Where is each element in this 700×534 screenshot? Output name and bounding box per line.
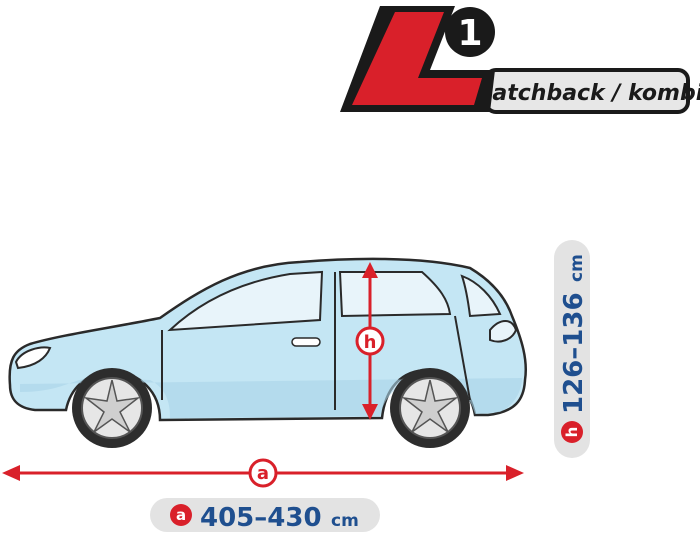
height-pill: h 126–136 cm [554, 240, 590, 458]
car-door-window [338, 271, 452, 318]
length-value: 405–430 [200, 503, 322, 533]
car-door-handle [291, 337, 321, 347]
height-unit: cm [567, 254, 587, 282]
badge-letter-l [352, 12, 482, 105]
car-rear-wheel [390, 368, 470, 448]
length-arrow: a [2, 458, 524, 488]
height-value: 126–136 [559, 292, 589, 414]
height-pill-marker: h [563, 427, 581, 438]
car-headlight [14, 346, 52, 370]
badge-number: 1 [457, 13, 482, 54]
length-pill-marker: a [176, 506, 186, 524]
length-arrow-marker: a [257, 463, 269, 484]
car-door-line [161, 272, 471, 410]
car-taillight [489, 320, 518, 343]
height-arrow: h [355, 262, 385, 420]
car-illustration [8, 257, 527, 448]
badge-number-circle [445, 7, 495, 57]
car-rear-side-window [167, 270, 324, 332]
car-front-wheel [72, 368, 152, 448]
size-badge-logo: hatchback / kombi L 1 [340, 6, 700, 114]
height-arrow-marker: h [364, 332, 377, 353]
length-unit: cm [331, 511, 359, 531]
type-label-text: hatchback / kombi [477, 81, 700, 106]
length-pill: a 405–430 cm [150, 498, 380, 533]
car-rear-window [460, 274, 502, 318]
